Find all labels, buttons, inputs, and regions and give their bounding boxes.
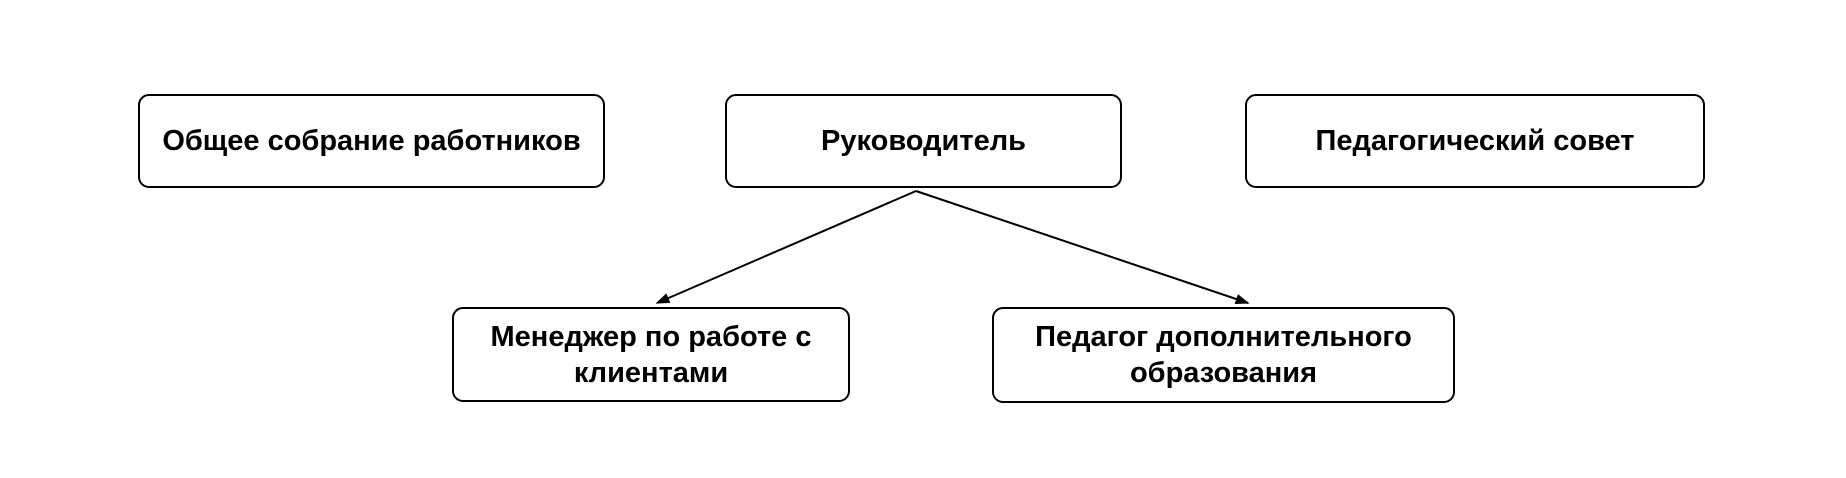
node-client-manager-label: Менеджер по работе с клиентами bbox=[490, 320, 812, 389]
node-supplementary-education-teacher: Педагог дополнительного образования bbox=[992, 307, 1455, 403]
node-client-manager: Менеджер по работе с клиентами bbox=[452, 307, 850, 402]
node-general-meeting: Общее собрание работников bbox=[138, 94, 605, 188]
connector-director-to-client-manager bbox=[655, 190, 917, 304]
node-pedagogical-council: Педагогический совет bbox=[1245, 94, 1705, 188]
node-general-meeting-label: Общее собрание работников bbox=[162, 125, 581, 157]
node-director: Руководитель bbox=[725, 94, 1122, 188]
node-director-label: Руководитель bbox=[821, 125, 1026, 157]
node-supplementary-education-teacher-label: Педагог дополнительного образования bbox=[1035, 321, 1412, 389]
node-pedagogical-council-label: Педагогический совет bbox=[1315, 125, 1635, 157]
connector-director-to-supplementary-teacher bbox=[915, 190, 1250, 304]
